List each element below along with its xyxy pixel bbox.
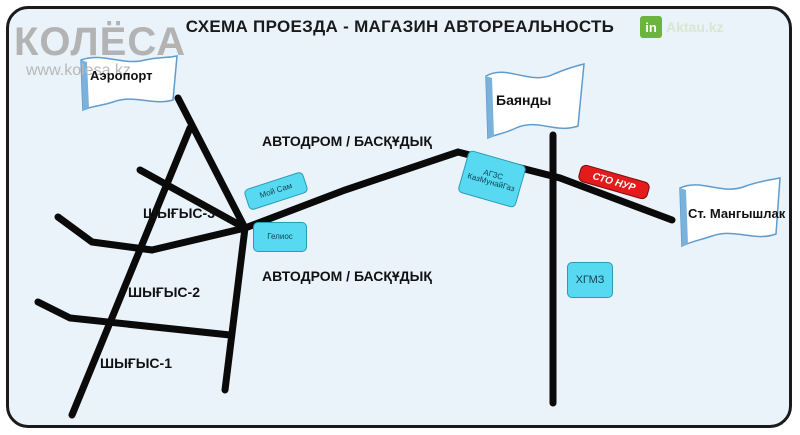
flag-icon [485, 63, 585, 140]
district-east-2: ШЫҒЫС-2 [128, 284, 200, 300]
road-lower-west [34, 298, 234, 339]
aktau-watermark: in Aktau.kz [640, 16, 724, 38]
place-mangyshlak: Ст. Мангышлак [688, 206, 786, 221]
tag-khgmz: ХГМЗ [567, 262, 613, 298]
kolesa-logo: КОЛЁСА [14, 20, 187, 64]
place-bayandy: Баянды [496, 92, 552, 108]
road-south [221, 224, 249, 394]
road-label-upper: АВТОДРОМ / БАСҚҰДЫҚ [262, 133, 432, 149]
road-west [54, 213, 156, 254]
flag-icon [679, 177, 781, 248]
road-main [148, 148, 676, 254]
district-east-3: ШЫҒЫС-3 [143, 205, 215, 221]
flag-icon [80, 55, 178, 112]
watermark-text: Aktau.kz [666, 19, 724, 35]
road-label-lower: АВТОДРОМ / БАСҚҰДЫҚ [262, 268, 432, 284]
place-airport: Аэропорт [90, 68, 153, 83]
road-left-vertical [68, 124, 194, 419]
kolesa-url: www.kolesa.kz [26, 62, 131, 79]
road-nw [136, 166, 249, 232]
watermark-badge: in [640, 16, 662, 38]
district-east-1: ШЫҒЫС-1 [100, 355, 172, 371]
map-title: СХЕМА ПРОЕЗДА - МАГАЗИН АВТОРЕАЛЬНОСТЬ [185, 17, 615, 36]
road-airport [174, 94, 249, 232]
tag-gelios: Гелиос [253, 222, 307, 252]
